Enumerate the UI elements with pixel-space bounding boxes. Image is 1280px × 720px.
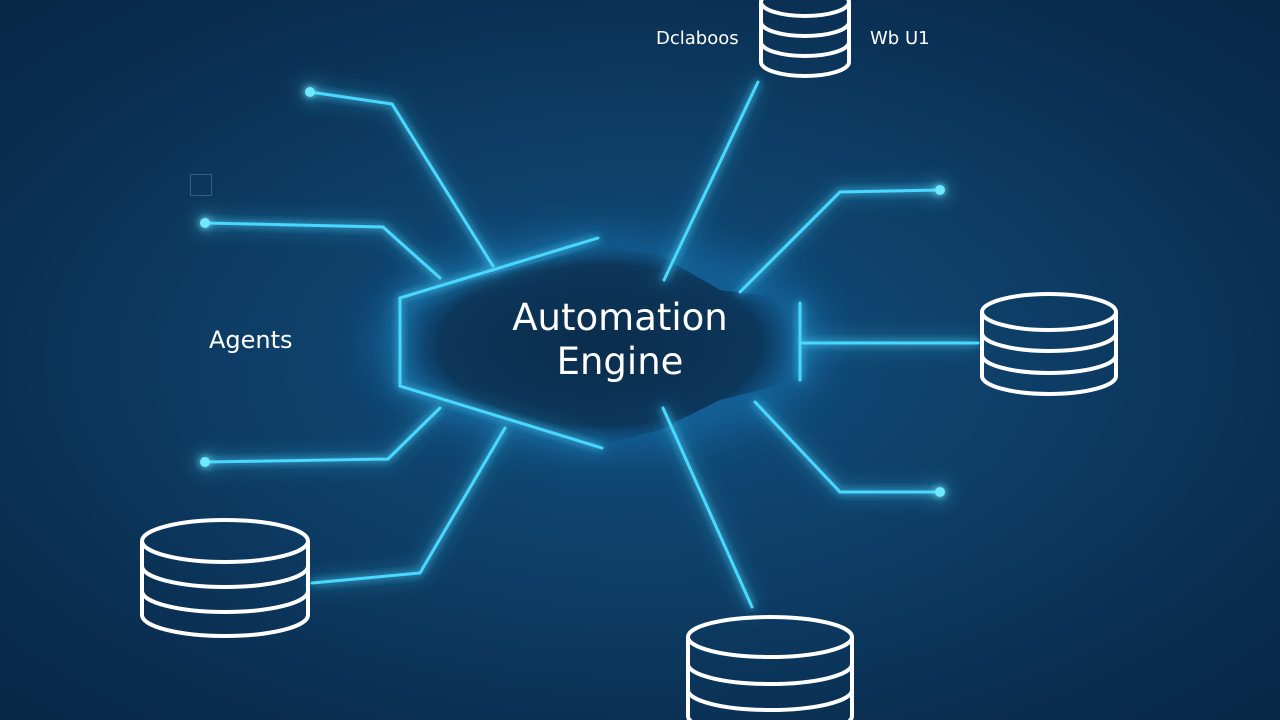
connector-right-lower	[753, 400, 942, 494]
node-dot	[935, 487, 945, 497]
agents-label: Agents	[209, 326, 293, 354]
faint-square-marker	[190, 174, 212, 196]
node-dot	[935, 185, 945, 195]
engine-title-line2: Engine	[556, 340, 684, 383]
node-dot	[200, 218, 210, 228]
database-icon-bottom	[686, 615, 854, 720]
engine-shape	[400, 245, 800, 445]
connector-bottom-db	[661, 406, 754, 609]
connection-lines	[203, 80, 980, 609]
engine-left-bracket	[398, 236, 604, 450]
node-dot	[200, 457, 210, 467]
connector-bottom-left-db	[310, 426, 507, 585]
node-dot	[305, 87, 315, 97]
database-label: Dclaboos	[656, 28, 739, 49]
connector-right-upper	[738, 188, 942, 294]
web-ui-label: Wb U1	[870, 28, 930, 49]
database-icon-right	[980, 292, 1118, 396]
connector-top-left	[308, 90, 495, 268]
connector-left-upper	[203, 221, 442, 280]
database-icon-bottom-left	[140, 518, 310, 638]
connector-left-lower	[203, 406, 442, 464]
automation-engine-title: Automation Engine	[470, 296, 770, 384]
engine-title-line1: Automation	[512, 296, 728, 339]
node-dots	[200, 87, 945, 497]
connector-top-db	[662, 80, 760, 282]
database-icon-top	[759, 0, 851, 78]
